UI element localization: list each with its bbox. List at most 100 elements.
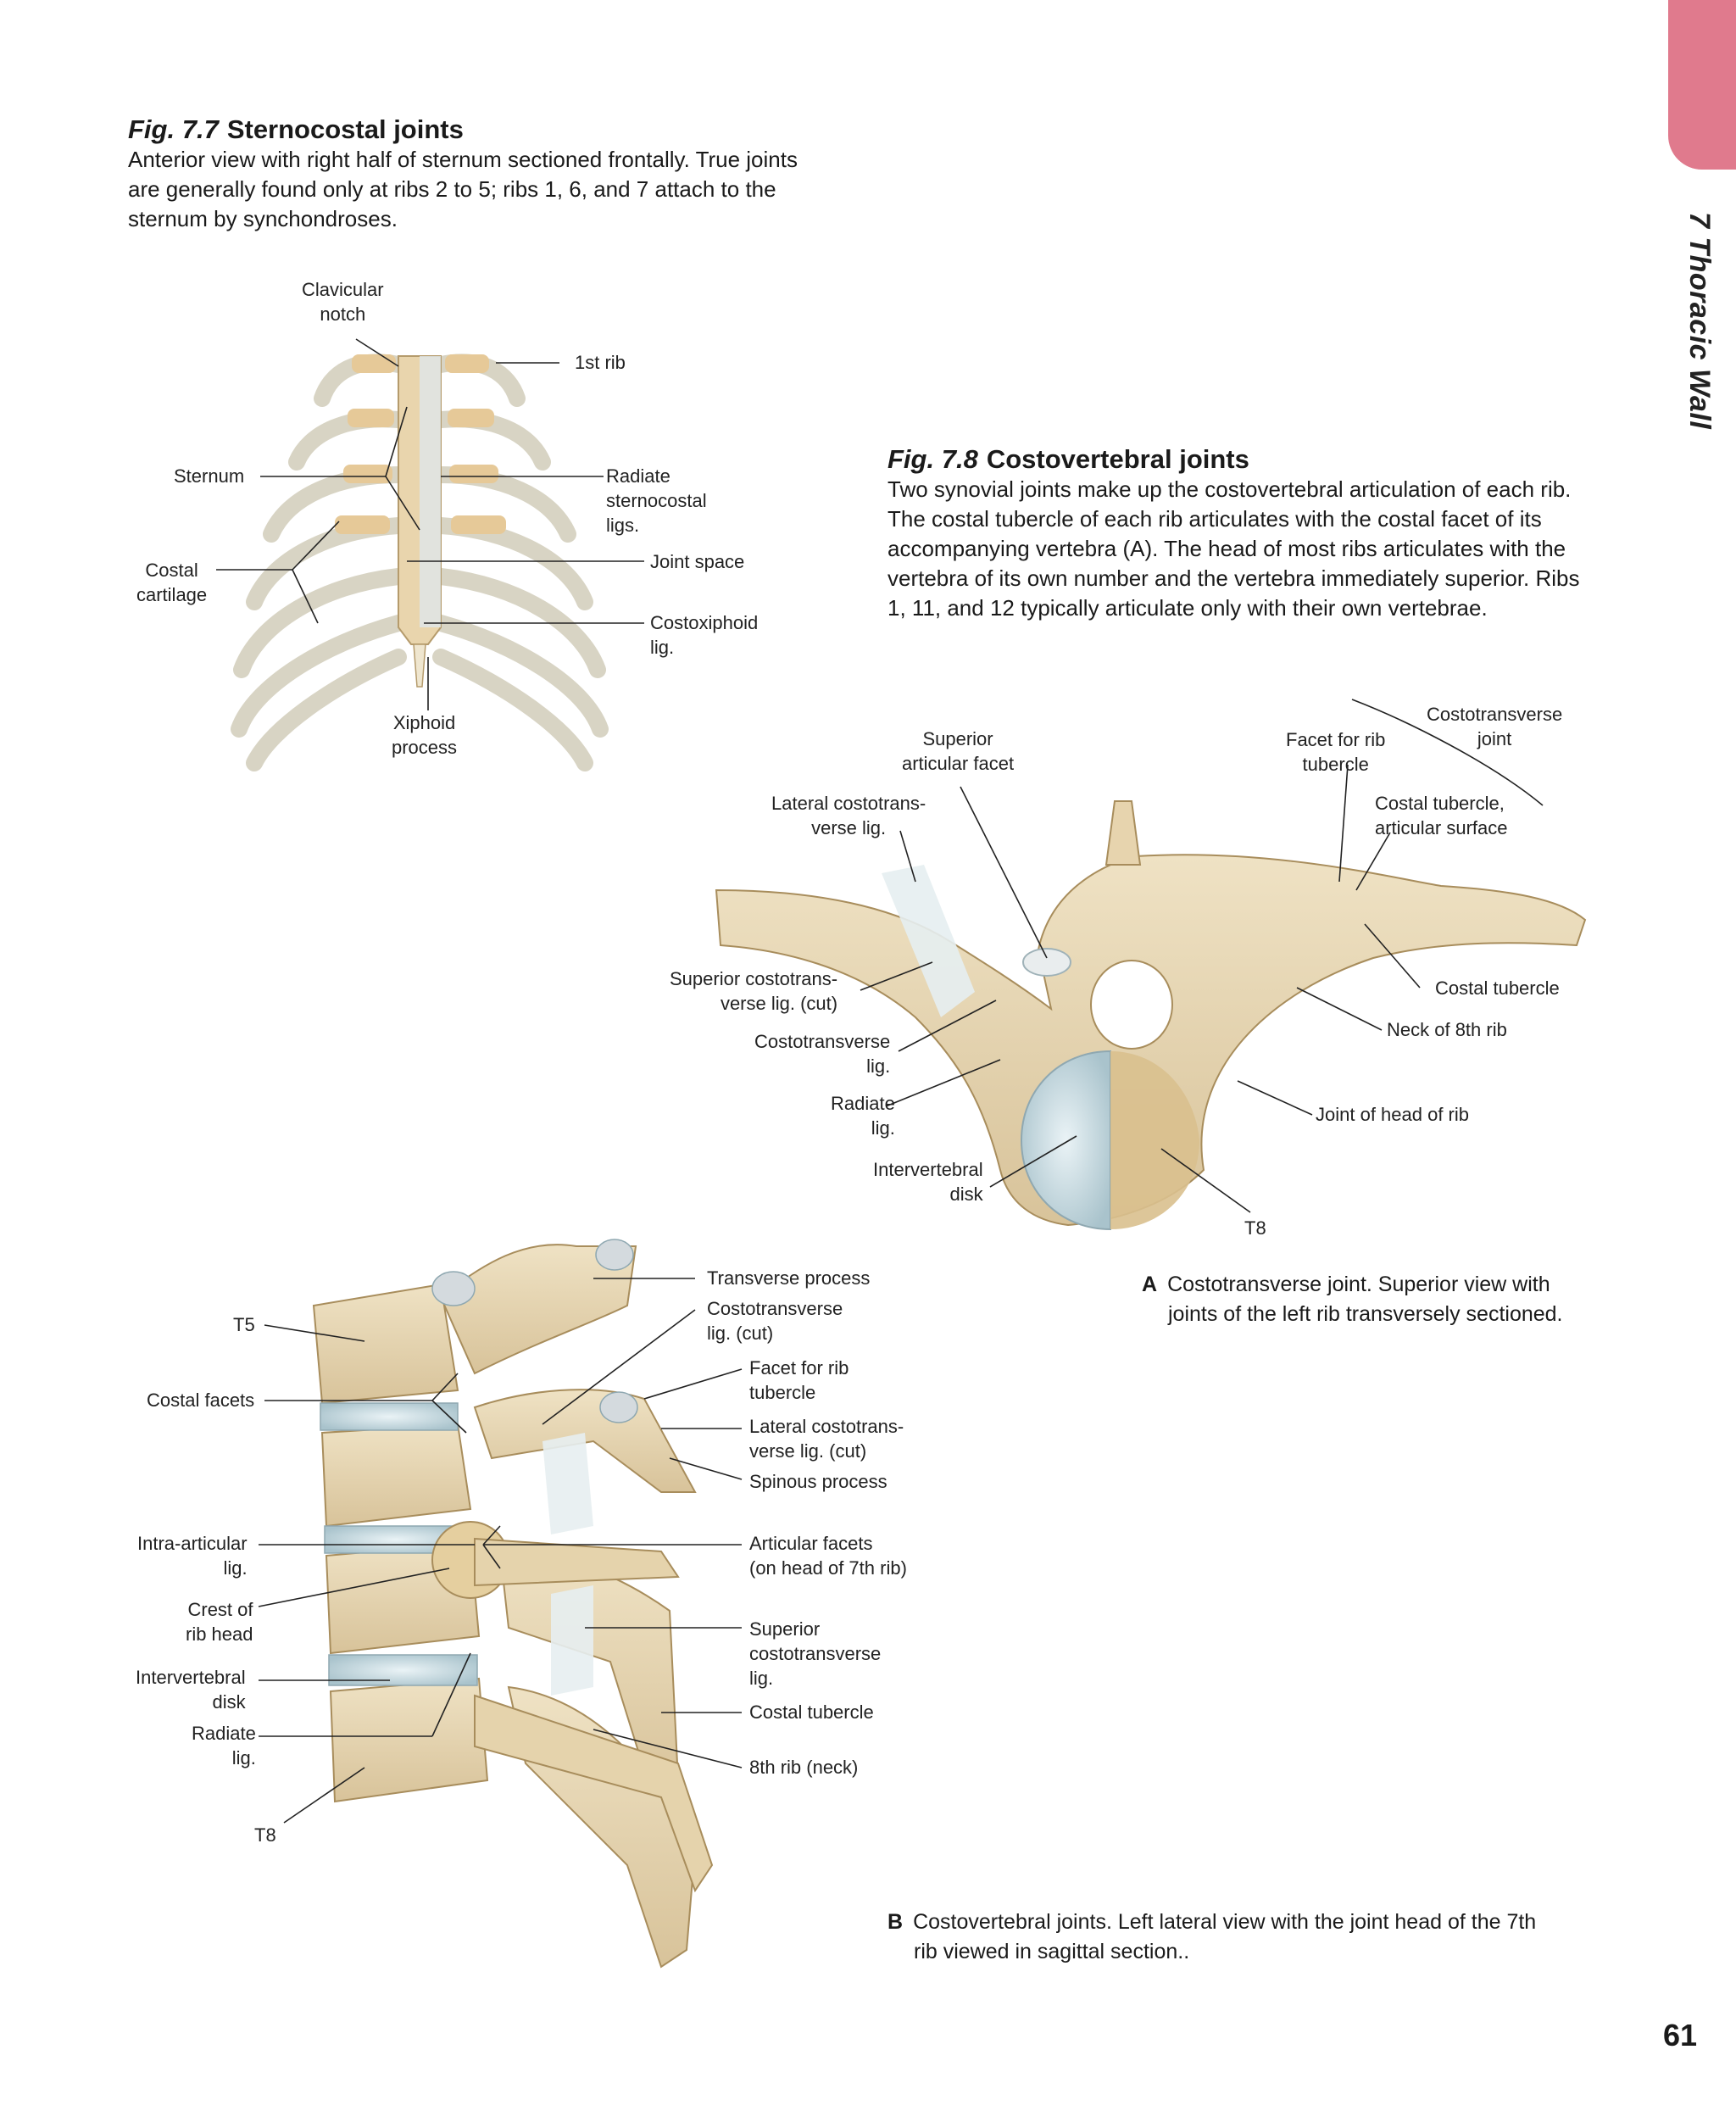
label-costal-tubercle-b: Costal tubercle xyxy=(749,1701,874,1723)
label-radiate-lig: Radiate lig. xyxy=(831,1091,895,1140)
fig78-number: Fig. 7.8 xyxy=(887,444,978,474)
label-line: Facet for rib xyxy=(749,1357,849,1378)
label-line: notch xyxy=(320,304,366,325)
label-line: Xiphoid xyxy=(392,712,456,733)
fig78-heading: Fig. 7.8 Costovertebral joints xyxy=(887,443,1249,476)
label-radiate-lig-b: Radiate lig. xyxy=(192,1721,256,1770)
label-line: Intra-articular xyxy=(137,1533,248,1554)
label-costoxiphoid: Costoxiphoid lig. xyxy=(650,610,758,660)
label-line: costotransverse xyxy=(749,1643,882,1664)
label-t8: T8 xyxy=(1244,1217,1266,1239)
label-clavicular-notch: Clavicular notch xyxy=(302,277,384,326)
label-costal-tubercle: Costal tubercle xyxy=(1435,977,1560,999)
label-line: Facet for rib xyxy=(1286,729,1386,750)
label-facet-rib-tubercle: Facet for rib tubercle xyxy=(1286,727,1385,777)
label-line: (on head of 7th rib) xyxy=(749,1557,907,1579)
label-8th-rib-neck: 8th rib (neck) xyxy=(749,1757,859,1778)
partA-letter: A xyxy=(1142,1273,1158,1296)
label-line: Lateral costotrans- xyxy=(771,793,926,814)
label-line: cartilage xyxy=(136,584,208,605)
label-radiate-sternocostal: Radiate sternocostal ligs. xyxy=(606,464,707,537)
label-intervertebral-disk: Intervertebral disk xyxy=(873,1157,983,1206)
label-line: Costotransverse xyxy=(1427,704,1563,725)
label-line: lig. xyxy=(749,1668,774,1689)
label-line: Superior xyxy=(749,1618,821,1640)
label-line: lig. xyxy=(866,1055,891,1077)
label-line: process xyxy=(392,737,458,758)
label-costal-tubercle-articular: Costal tubercle, articular surface xyxy=(1375,791,1508,840)
label-superior-costotransverse: Superior costotransverse lig. xyxy=(749,1617,881,1690)
label-superior-costotransverse-cut: Superior costotrans- verse lig. (cut) xyxy=(670,966,837,1016)
caption-line: The costal tubercle of each rib articula… xyxy=(887,506,1542,532)
label-line: disk xyxy=(212,1691,246,1713)
label-spinous-process: Spinous process xyxy=(749,1471,887,1492)
label-line: Costotransverse xyxy=(754,1031,891,1052)
label-line: lig. xyxy=(223,1557,248,1579)
label-line: Costal xyxy=(145,560,198,581)
label-line: articular facet xyxy=(902,753,1015,774)
label-costal-cartilage: Costal cartilage xyxy=(136,558,207,607)
caption-line: Costotransverse joint. Superior view wit… xyxy=(1167,1273,1550,1296)
label-joint-space: Joint space xyxy=(650,551,745,572)
label-articular-facets: Articular facets (on head of 7th rib) xyxy=(749,1531,907,1580)
vertebra-superior-view-illustration xyxy=(715,800,1587,1231)
fig78-caption: Two synovial joints make up the costover… xyxy=(887,475,1580,623)
label-line: lig. (cut) xyxy=(707,1323,774,1344)
label-t8-b: T8 xyxy=(254,1824,276,1846)
label-line: Radiate xyxy=(606,465,670,487)
label-line: articular surface xyxy=(1375,817,1508,838)
label-line: lig. xyxy=(231,1747,256,1768)
label-line: Costotransverse xyxy=(707,1298,843,1319)
caption-line: 1, 11, and 12 typically articulate only … xyxy=(887,595,1488,621)
label-facet-rib-tubercle-b: Facet for rib tubercle xyxy=(749,1356,849,1405)
label-costotransverse-lig: Costotransverse lig. xyxy=(754,1029,890,1078)
label-line: sternocostal xyxy=(606,490,707,511)
label-line: Intervertebral xyxy=(873,1159,983,1180)
label-joint-head-rib: Joint of head of rib xyxy=(1316,1104,1470,1125)
label-line: lig. xyxy=(650,637,675,658)
label-line: Radiate xyxy=(831,1093,895,1114)
label-neck-8th-rib: Neck of 8th rib xyxy=(1387,1019,1507,1040)
fig77-caption: Anterior view with right half of sternum… xyxy=(128,145,798,234)
label-line: verse lig. (cut) xyxy=(720,993,838,1014)
label-line: Costal tubercle, xyxy=(1375,793,1505,814)
label-line: joint xyxy=(1477,728,1512,749)
label-line: Intervertebral xyxy=(136,1667,246,1688)
label-first-rib: 1st rib xyxy=(575,352,626,373)
caption-line: joints of the left rib transversely sect… xyxy=(1168,1302,1563,1326)
label-line: Radiate xyxy=(192,1723,256,1744)
label-line: Superior costotrans- xyxy=(670,968,838,989)
fig77-title: Sternocostal joints xyxy=(226,114,464,144)
label-line: Lateral costotrans- xyxy=(749,1416,904,1437)
caption-line: are generally found only at ribs 2 to 5;… xyxy=(128,176,776,202)
caption-line: accompanying vertebra (A). The head of m… xyxy=(887,536,1566,561)
label-line: verse lig. (cut) xyxy=(749,1440,867,1462)
label-line: Clavicular xyxy=(302,279,384,300)
fig78-title: Costovertebral joints xyxy=(986,444,1249,474)
label-line: Articular facets xyxy=(749,1533,873,1554)
label-line: Costoxiphoid xyxy=(650,612,759,633)
caption-line: vertebra of its own number and the verte… xyxy=(887,565,1580,591)
caption-line: Costovertebral joints. Left lateral view… xyxy=(913,1910,1537,1934)
label-line: disk xyxy=(949,1184,983,1205)
partB-caption: B Costovertebral joints. Left lateral vie… xyxy=(887,1908,1536,1967)
label-line: verse lig. xyxy=(811,817,887,838)
label-intra-articular: Intra-articular lig. xyxy=(137,1531,248,1580)
label-line: Crest of xyxy=(187,1599,253,1620)
label-line: lig. xyxy=(871,1117,895,1139)
label-costotransverse-cut: Costotransverse lig. (cut) xyxy=(707,1296,843,1345)
label-lateral-costotransverse: Lateral costotrans- verse lig. xyxy=(771,791,926,840)
label-line: rib head xyxy=(186,1624,253,1645)
chapter-tab xyxy=(1668,0,1736,170)
chapter-title: 7 Thoracic Wall xyxy=(1683,212,1716,430)
spine-lateral-view-illustration xyxy=(312,1239,714,1969)
label-costal-facets: Costal facets xyxy=(147,1390,255,1411)
label-xiphoid-process: Xiphoid process xyxy=(392,710,457,760)
label-sternum: Sternum xyxy=(174,465,245,487)
label-line: tubercle xyxy=(1302,754,1369,775)
caption-line: Two synovial joints make up the costover… xyxy=(887,476,1572,502)
partB-letter: B xyxy=(887,1910,904,1934)
caption-line: sternum by synchondroses. xyxy=(128,206,398,231)
